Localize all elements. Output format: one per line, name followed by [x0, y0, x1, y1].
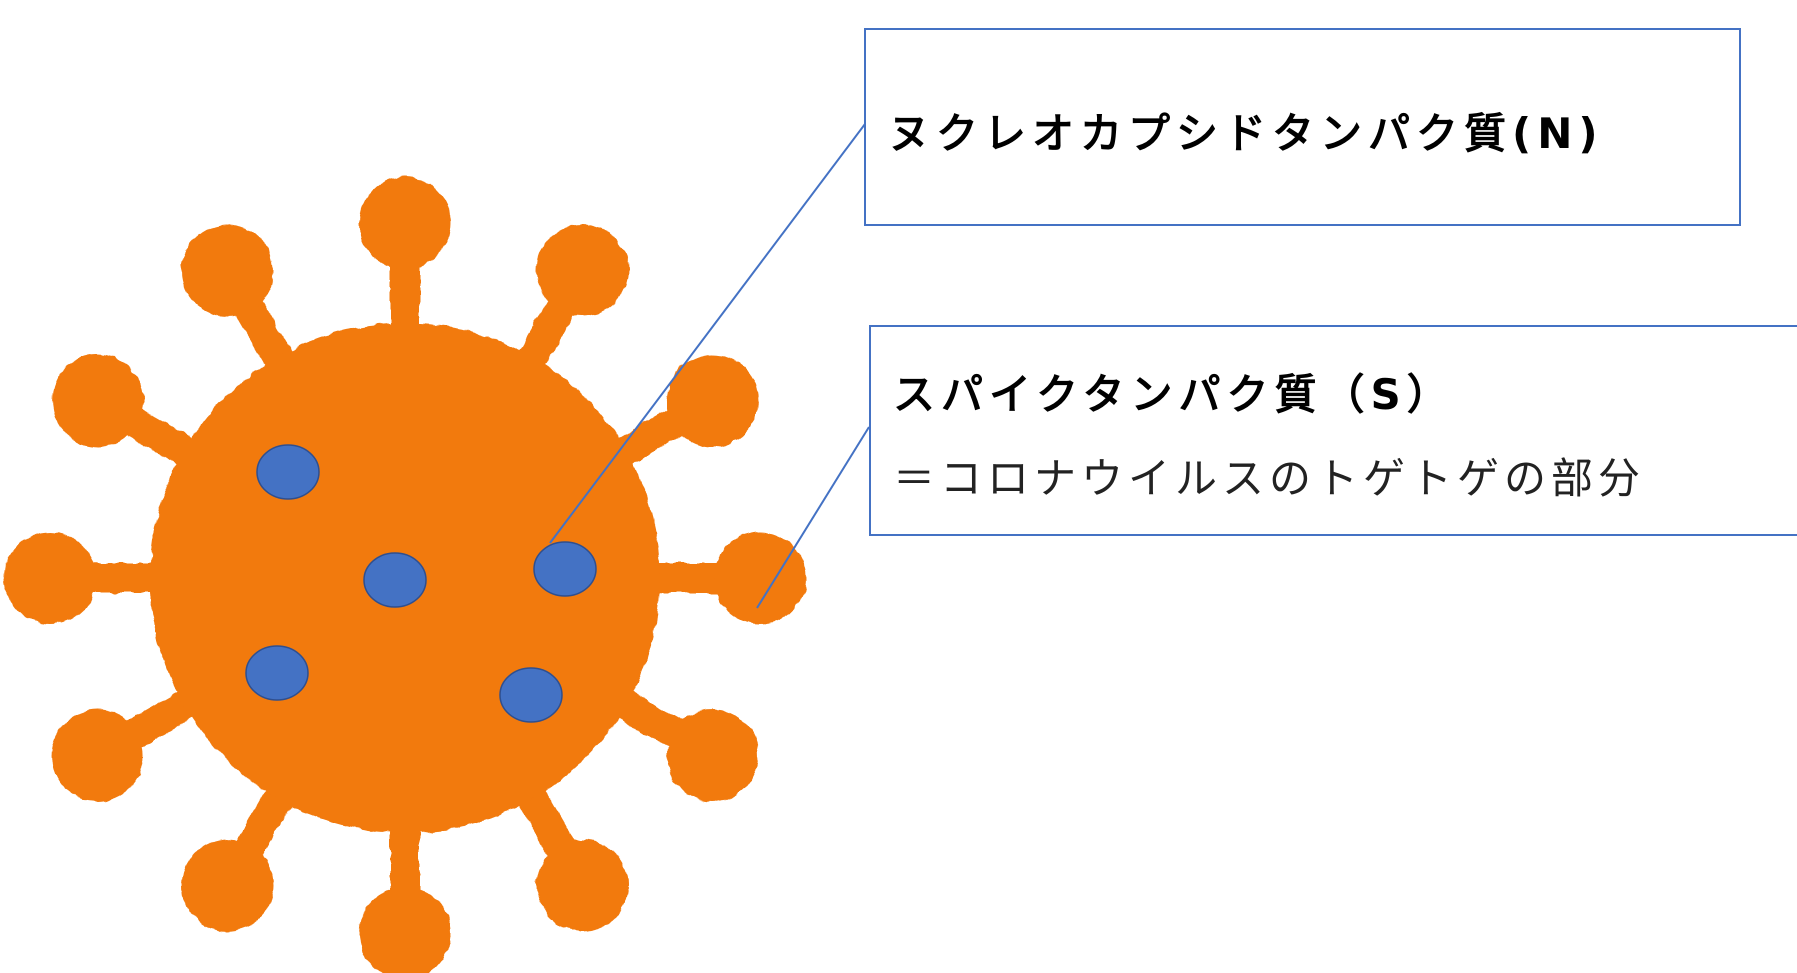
nucleocapsid-particle: [533, 541, 597, 597]
leader-line-n: [549, 123, 866, 544]
leader-line-s: [756, 426, 870, 609]
nucleocapsid-particle: [256, 444, 320, 500]
nucleocapsid-particles: [245, 444, 597, 723]
nucleocapsid-callout-box: ヌクレオカプシドタンパク質(N): [864, 28, 1741, 226]
nucleocapsid-particle: [245, 645, 309, 701]
nucleocapsid-label: ヌクレオカプシドタンパク質(N): [888, 109, 1604, 158]
nucleocapsid-particle: [363, 552, 427, 608]
nucleocapsid-particle: [499, 667, 563, 723]
spike-description: ＝コロナウイルスのトゲトゲの部分: [893, 454, 1646, 503]
spike-callout-box: スパイクタンパク質（S） ＝コロナウイルスのトゲトゲの部分: [869, 325, 1797, 536]
spike-label: スパイクタンパク質（S）: [893, 370, 1455, 419]
